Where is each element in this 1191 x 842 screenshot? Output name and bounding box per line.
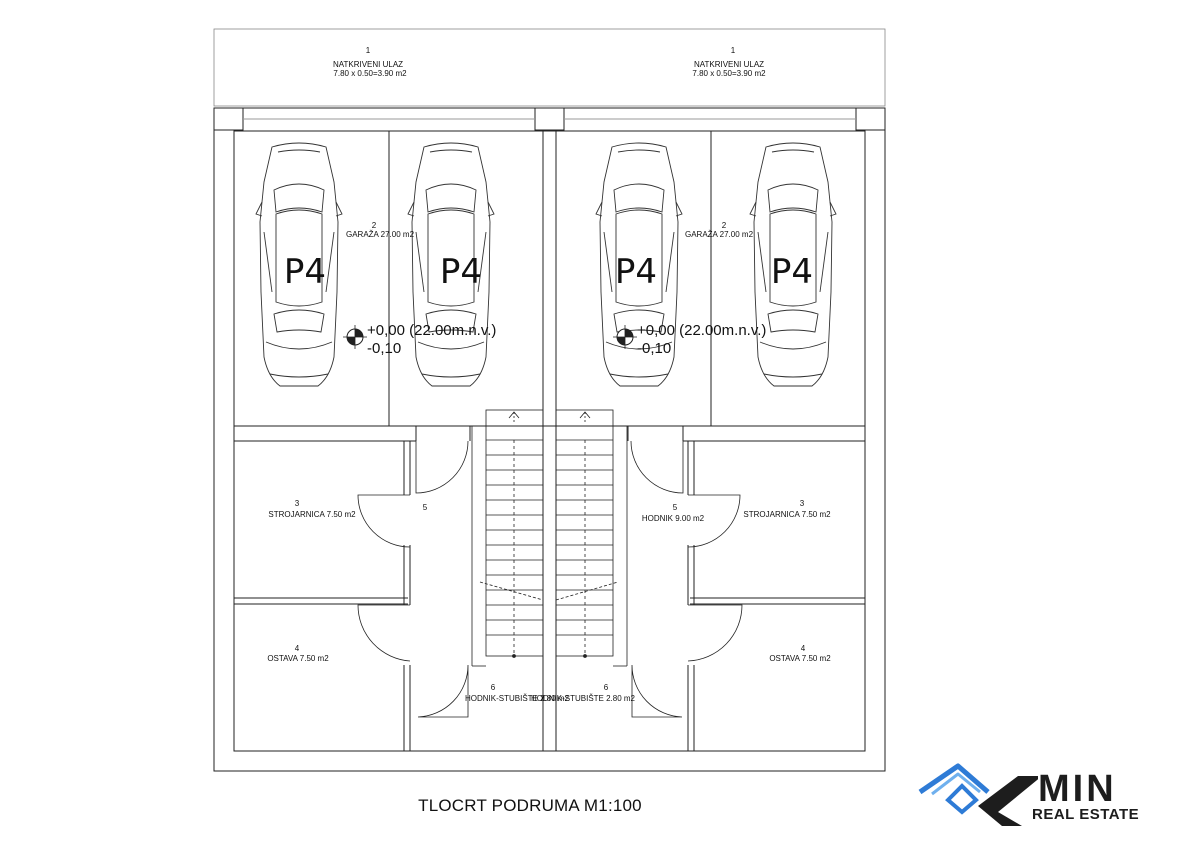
covered-entrance-outline: [213, 28, 886, 107]
room-name: OSTAVA 7.50 m2: [769, 654, 831, 663]
room-number: 4: [295, 644, 300, 653]
level-elevation: +0,00 (22.00m.n.v.): [367, 322, 496, 339]
house-roof-logo-icon: [918, 763, 1038, 826]
room-name: NATKRIVENI ULAZ: [694, 60, 764, 69]
room-number: 5: [423, 503, 428, 512]
level-elevation: +0,00 (22.00m.n.v.): [637, 322, 766, 339]
room-number: 3: [800, 499, 805, 508]
room-number: 6: [491, 683, 496, 692]
room-number: 3: [295, 499, 300, 508]
interior-walls: [234, 426, 865, 752]
room-number: 2: [372, 221, 377, 230]
parking-spot-label: P4: [771, 252, 813, 292]
logo-wordmark: MIN: [1038, 768, 1117, 810]
room-name: STROJARNICA 7.50 m2: [743, 510, 831, 519]
staircase: [471, 409, 628, 667]
garage-bays: [234, 131, 865, 442]
floor-plan: 1 NATKRIVENI ULAZ 7.80 x 0.50=3.90 m2 1 …: [213, 28, 886, 772]
level-marker-icon: [613, 325, 637, 349]
room-number: 5: [673, 503, 678, 512]
room-name: HODNIK 9.00 m2: [642, 514, 705, 523]
room-number: 4: [801, 644, 806, 653]
logo-subtitle: REAL ESTATE: [1032, 806, 1140, 823]
parking-spot-label: P4: [615, 252, 657, 292]
room-name: STROJARNICA 7.50 m2: [268, 510, 356, 519]
room-area: 7.80 x 0.50=3.90 m2: [333, 69, 407, 78]
parking-spot-label: P4: [284, 252, 326, 292]
room-name: GARAŽA 27.00 m2: [685, 230, 754, 239]
door-swings: [357, 440, 743, 718]
room-name: GARAŽA 27.00 m2: [346, 230, 415, 239]
level-marker-icon: [343, 325, 367, 349]
exterior-walls: [213, 107, 886, 772]
room-area: 7.80 x 0.50=3.90 m2: [692, 69, 766, 78]
room-number: 6: [604, 683, 609, 692]
stair-direction-arrow-icon: [508, 411, 591, 658]
room-number: 1: [366, 46, 371, 55]
level-offset: -0,10: [367, 340, 401, 357]
room-name: HODNIK-STUBIŠTE 2.80 m2: [465, 694, 570, 703]
room-number: 1: [731, 46, 736, 55]
room-number: 2: [722, 221, 727, 230]
company-logo: MIN REAL ESTATE: [918, 760, 1178, 830]
level-offset: -0,10: [637, 340, 671, 357]
drawing-title: TLOCRT PODRUMA M1:100: [418, 796, 642, 815]
room-name: OSTAVA 7.50 m2: [267, 654, 329, 663]
room-name: HODNIK-STUBIŠTE 2.80 m2: [531, 694, 636, 703]
room-name: NATKRIVENI ULAZ: [333, 60, 403, 69]
parking-spot-label: P4: [440, 252, 482, 292]
